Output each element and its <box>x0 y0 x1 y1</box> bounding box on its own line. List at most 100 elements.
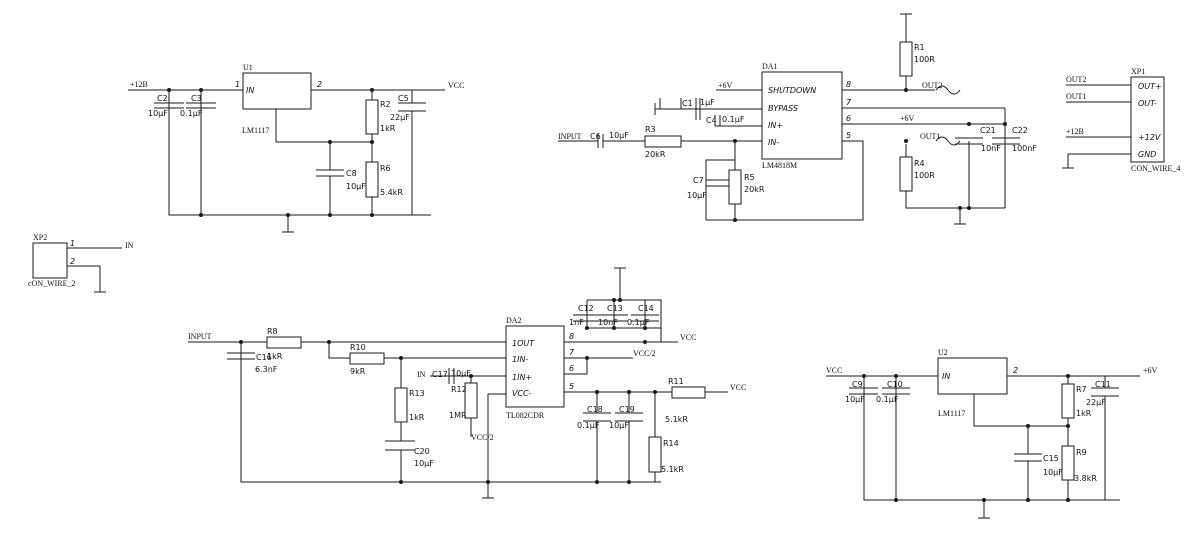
c19-value: 10µF <box>609 421 629 430</box>
da2-num-8: 8 <box>569 332 574 341</box>
u2-part: LM1117 <box>938 409 965 418</box>
u2-ref: U2 <box>938 348 948 357</box>
c7-label: C7 <box>693 176 704 185</box>
r8-value: 1kR <box>267 352 283 361</box>
r12-label: R12 <box>451 385 467 394</box>
r13-resistor <box>394 387 408 423</box>
xp2-body <box>32 242 68 279</box>
da1-ic-body <box>761 71 843 160</box>
r1-value: 100R <box>914 55 935 64</box>
da2-num-6: 6 <box>569 364 574 373</box>
r3-label: R3 <box>645 125 656 134</box>
da1-net-6v: +6V <box>900 114 915 123</box>
r10-value: 9kR <box>350 367 366 376</box>
xp1-connector: XP1 CON_WIRE_4 OUT+ OUT- +12V GND OUT2 O… <box>1062 67 1180 173</box>
r14-label: R14 <box>663 439 679 448</box>
c17-value: 10µF <box>451 369 471 378</box>
da1-pin-inp: IN+ <box>768 121 783 130</box>
r5-resistor <box>728 169 742 205</box>
r11-resistor <box>671 386 706 399</box>
da1-input-net: INPUT <box>558 132 582 141</box>
c6-label: C6 <box>590 132 601 141</box>
da1-amplifier-circuit: DA1 LM4818M SHUTDOWN BYPASS IN+ IN- 8 7 … <box>558 13 1037 225</box>
da1-ref: DA1 <box>762 62 778 71</box>
r6-label: R6 <box>380 164 391 173</box>
xp2-net-in: IN <box>125 241 134 250</box>
c10-value: 0.1µF <box>876 395 899 404</box>
xp1-ref: XP1 <box>1131 67 1145 76</box>
c3-label: C3 <box>191 94 202 103</box>
da1-num-8: 8 <box>846 80 851 89</box>
u2-regulator-circuit: VCC +6V U2 IN 2 LM1117 C9 10µF C10 0.1µF… <box>826 348 1158 519</box>
r10-resistor <box>349 352 385 365</box>
c10-label: C10 <box>887 380 903 389</box>
c1-value: 1µF <box>700 98 715 107</box>
u2-ic-body <box>937 357 1008 395</box>
r6-resistor <box>365 161 379 198</box>
r13-label: R13 <box>409 389 425 398</box>
da2-input-net: INPUT <box>188 332 212 341</box>
r7-resistor <box>1061 383 1075 419</box>
xp1-body <box>1130 76 1165 163</box>
da2-vcc2-net: VCC/2 <box>633 349 656 358</box>
c2-value: 10µF <box>148 109 168 118</box>
r4-label: R4 <box>914 159 925 168</box>
c14-value: 0.1µF <box>627 318 650 327</box>
c4-label: C4 <box>706 116 717 125</box>
xp1-pin-12v: +12V <box>1138 133 1161 142</box>
r1-resistor <box>899 41 913 77</box>
c18-value: 0.1µF <box>577 421 600 430</box>
da2-pin-1inn: 1IN- <box>512 355 528 364</box>
c3-value: 0.1µF <box>180 109 203 118</box>
c15-value: 10µF <box>1043 468 1063 477</box>
c18-label: C18 <box>587 405 603 414</box>
c4-value: 0.1µF <box>722 115 745 124</box>
c14-label: C14 <box>638 304 654 313</box>
r14-resistor <box>648 436 662 473</box>
c8-value: 10µF <box>346 182 366 191</box>
r9-resistor <box>1061 445 1075 481</box>
r4-value: 100R <box>914 171 935 180</box>
da2-num-5: 5 <box>569 382 574 391</box>
c13-value: 10nF <box>598 318 618 327</box>
c5-label: C5 <box>398 94 409 103</box>
c16-value: 6.3nF <box>255 365 278 374</box>
r12-vcc2-net: VCC/2 <box>471 433 494 442</box>
r13-value: 1kR <box>409 413 425 422</box>
r7-label: R7 <box>1076 385 1087 394</box>
u2-output-net: +6V <box>1143 366 1158 375</box>
xp1-net-out1: OUT1 <box>1066 92 1086 101</box>
da1-net-shutdown: +6V <box>718 81 733 90</box>
xp1-pin-gnd: GND <box>1138 150 1156 159</box>
xp2-ref: XP2 <box>33 233 47 242</box>
xp1-pin-outp: OUT+ <box>1138 82 1162 91</box>
c2-label: C2 <box>157 94 168 103</box>
xp1-pin-outn: OUT- <box>1138 99 1157 108</box>
u1-ref: U1 <box>243 63 253 72</box>
c21-value: 10nF <box>981 144 1001 153</box>
r8-resistor <box>266 336 302 349</box>
c15-label: C15 <box>1043 454 1059 463</box>
r11-value: 5.1kR <box>665 415 688 424</box>
r2-value: 1kR <box>380 124 396 133</box>
c21-label: C21 <box>980 126 996 135</box>
r8-label: R8 <box>267 327 278 336</box>
da2-pin-1inp: 1IN+ <box>512 373 532 382</box>
da1-num-6: 6 <box>846 114 851 123</box>
c12-label: C12 <box>578 304 594 313</box>
r2-resistor <box>365 99 379 135</box>
r9-value: 3.8kR <box>1074 474 1097 483</box>
r4-resistor <box>899 156 913 192</box>
da1-pin-inn: IN- <box>768 138 779 147</box>
c20-value: 10µF <box>414 459 434 468</box>
u1-pin-in: IN <box>246 86 254 95</box>
c12-value: 1nF <box>569 318 584 327</box>
da2-ref: DA2 <box>506 316 522 325</box>
da2-opamp-circuit: DA2 TL082CDR 1OUT 1IN- 1IN+ VCC- 8 7 6 5… <box>188 267 746 499</box>
r6-value: 5.4kR <box>380 188 403 197</box>
u1-pin-2: 2 <box>317 80 322 89</box>
c19-label: C19 <box>619 405 635 414</box>
c6-value: 10µF <box>609 131 629 140</box>
r5-label: R5 <box>744 173 755 182</box>
